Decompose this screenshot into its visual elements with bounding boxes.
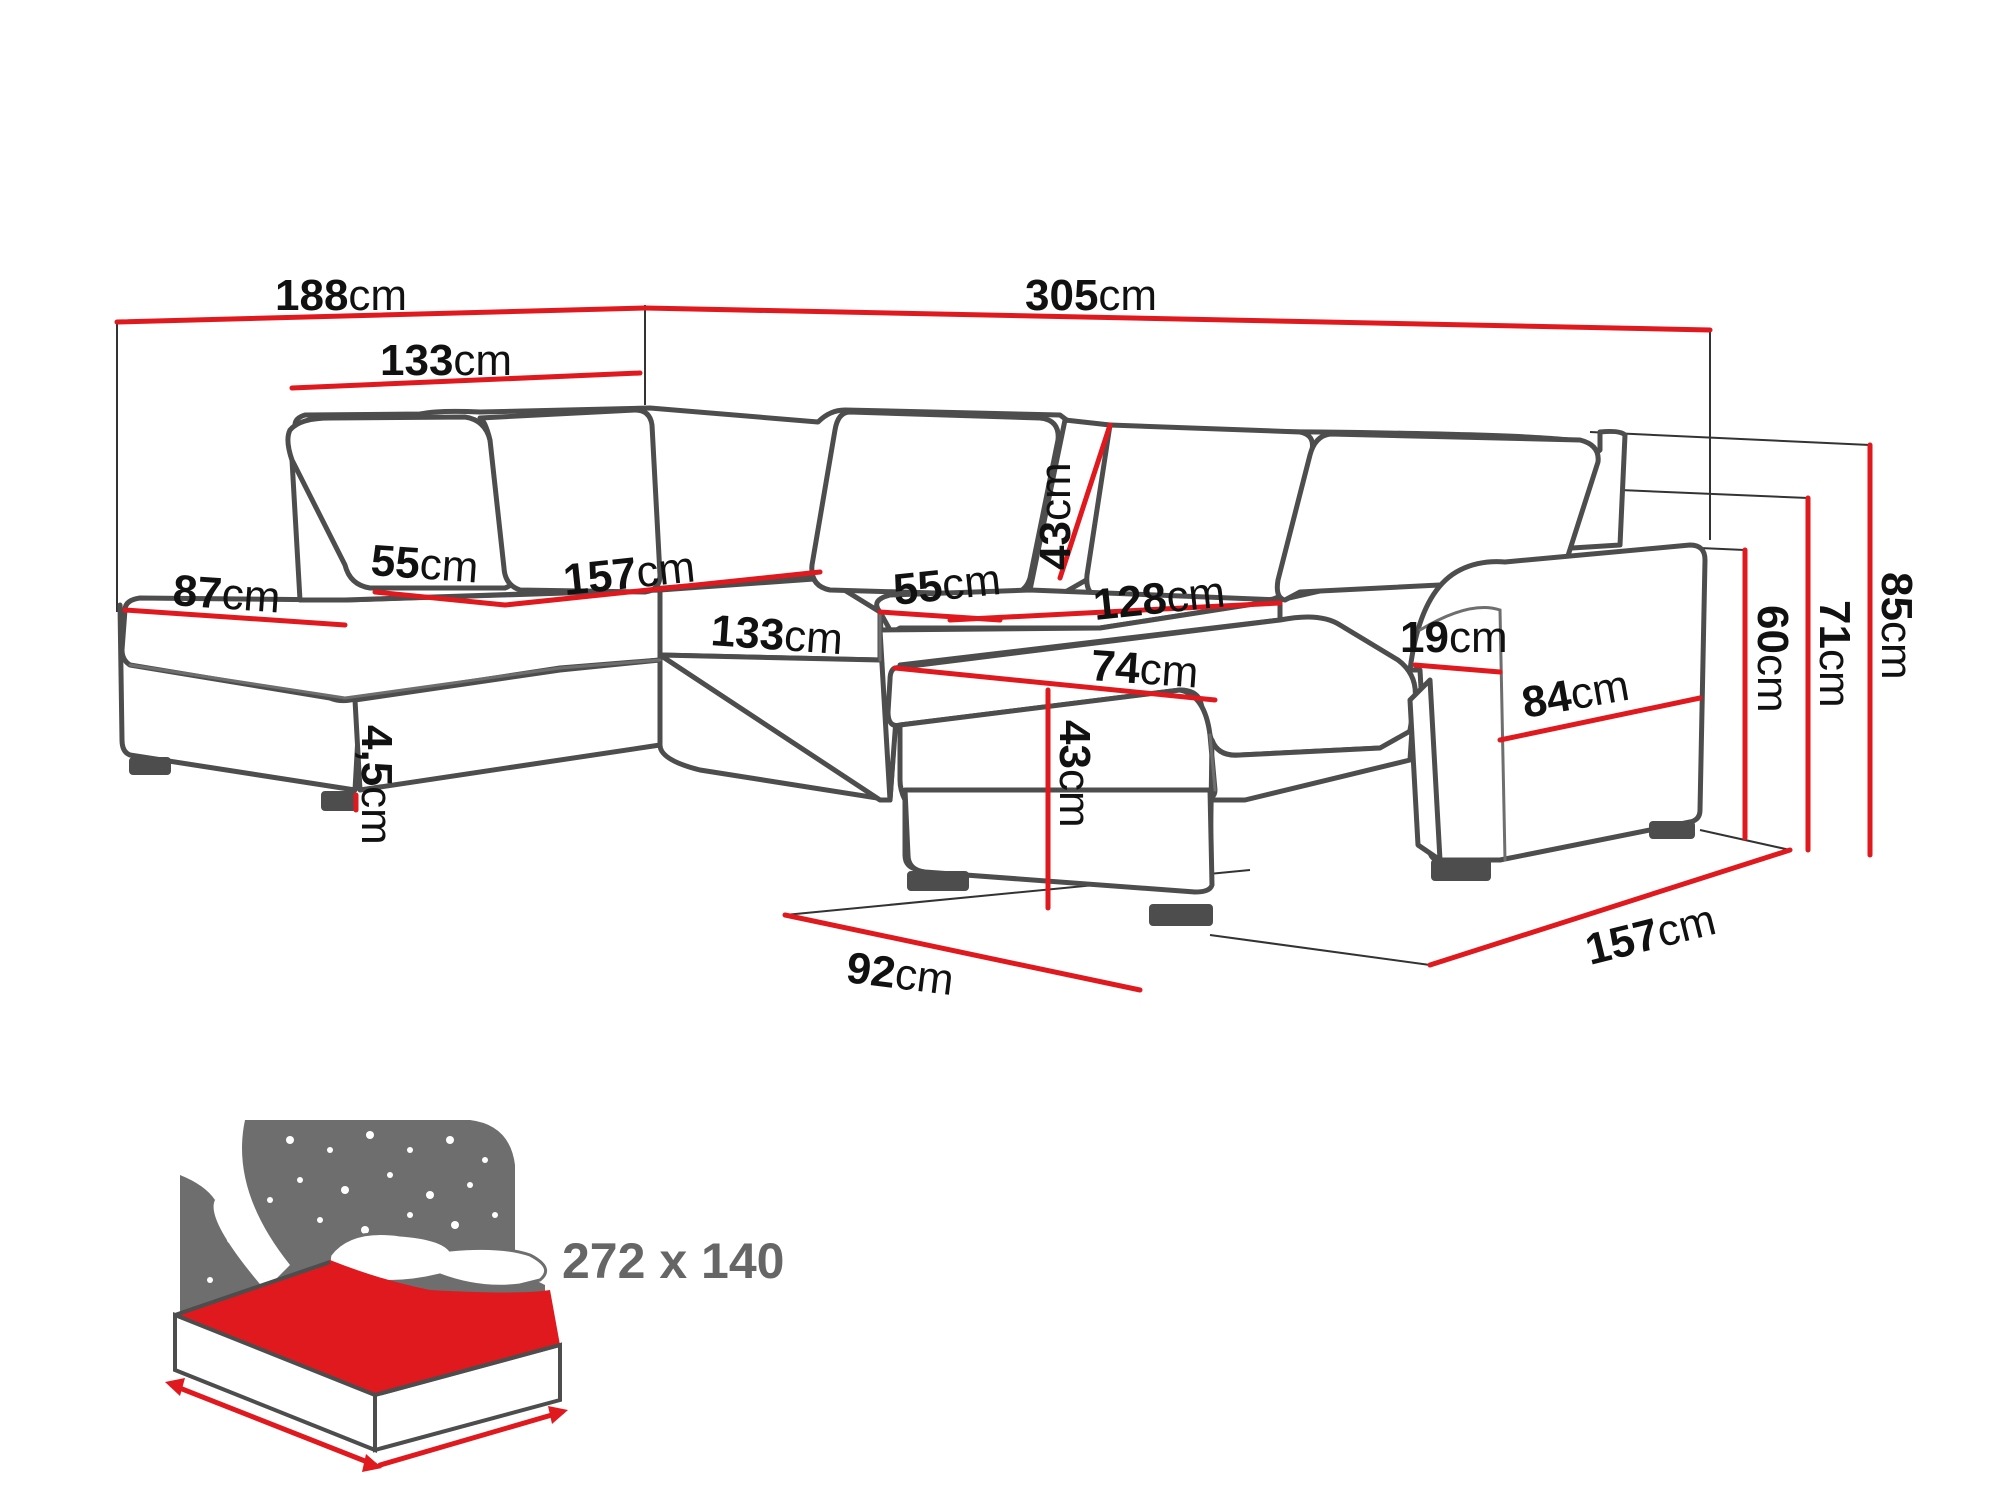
dim-line-43-back	[1057, 422, 1113, 581]
label-71: 71cm	[1810, 600, 1859, 708]
dim-line-87	[122, 607, 348, 628]
dim-line-74	[892, 665, 1218, 703]
dim-line-157-middle	[502, 569, 823, 608]
label-157-depth: 157cm	[1581, 895, 1721, 974]
dim-line-305	[642, 305, 1713, 333]
label-128: 128cm	[1091, 567, 1227, 630]
sofa-legs	[129, 757, 1695, 926]
label-84: 84cm	[1518, 661, 1632, 728]
bed-arrow-right-head	[548, 1406, 568, 1424]
leg-4	[1149, 904, 1213, 926]
label-305: 305cm	[1025, 271, 1157, 320]
label-133-middle: 133cm	[709, 606, 844, 664]
bed-arrow-left-head-2	[362, 1454, 382, 1472]
sofa-outline	[117, 405, 1708, 895]
leg-2	[321, 791, 357, 811]
bed-arrow-right	[377, 1409, 565, 1468]
label-85: 85cm	[1872, 572, 1921, 680]
leg-5	[1431, 859, 1491, 881]
label-4-5: 4,5cm	[352, 725, 401, 845]
dim-line-55-left	[372, 589, 508, 608]
dim-line-84	[1497, 695, 1703, 743]
label-74: 74cm	[1089, 641, 1200, 697]
right-arm-seam	[1418, 606, 1507, 862]
label-157-middle: 157cm	[561, 542, 697, 605]
bed-arrow-left-head-1	[165, 1378, 185, 1396]
dim-line-128	[947, 600, 1283, 623]
dim-line-157-depth	[1427, 847, 1793, 968]
label-133-top: 133cm	[380, 336, 512, 385]
moon-icon	[213, 1120, 290, 1290]
ottoman-seam	[1208, 733, 1217, 792]
dim-line-188	[114, 305, 648, 325]
label-55-left: 55cm	[369, 536, 480, 592]
dim-line-133-top	[289, 370, 643, 391]
dimension-labels: 188cm 305cm 133cm 87cm 55cm 157cm 133cm …	[171, 271, 1921, 1005]
leg-3	[907, 871, 969, 891]
dimension-lines	[114, 305, 1873, 993]
label-60: 60cm	[1748, 605, 1797, 713]
bed-size-label: 272 x 140	[562, 1233, 784, 1289]
dim-line-92	[782, 912, 1143, 993]
ottoman-front	[902, 787, 1215, 895]
bed-arrow-left	[169, 1382, 378, 1468]
stars-icon	[207, 1131, 498, 1283]
label-19: 19cm	[1400, 613, 1508, 662]
mattress-outline	[174, 1260, 561, 1397]
left-seat-seam	[128, 658, 662, 700]
mattress-top	[180, 1260, 560, 1395]
label-92: 92cm	[844, 943, 957, 1005]
label-55-right: 55cm	[891, 555, 1003, 615]
label-43-back: 43cm	[1031, 462, 1080, 570]
dim-line-19	[1412, 662, 1503, 675]
sleep-function-icon: 272 x 140	[165, 1120, 784, 1472]
label-188: 188cm	[275, 271, 407, 320]
left-chaise-front	[352, 657, 663, 793]
leg-6	[1649, 821, 1695, 839]
label-43-seat: 43cm	[1050, 720, 1099, 828]
label-87: 87cm	[171, 566, 282, 622]
leg-1	[129, 757, 171, 775]
